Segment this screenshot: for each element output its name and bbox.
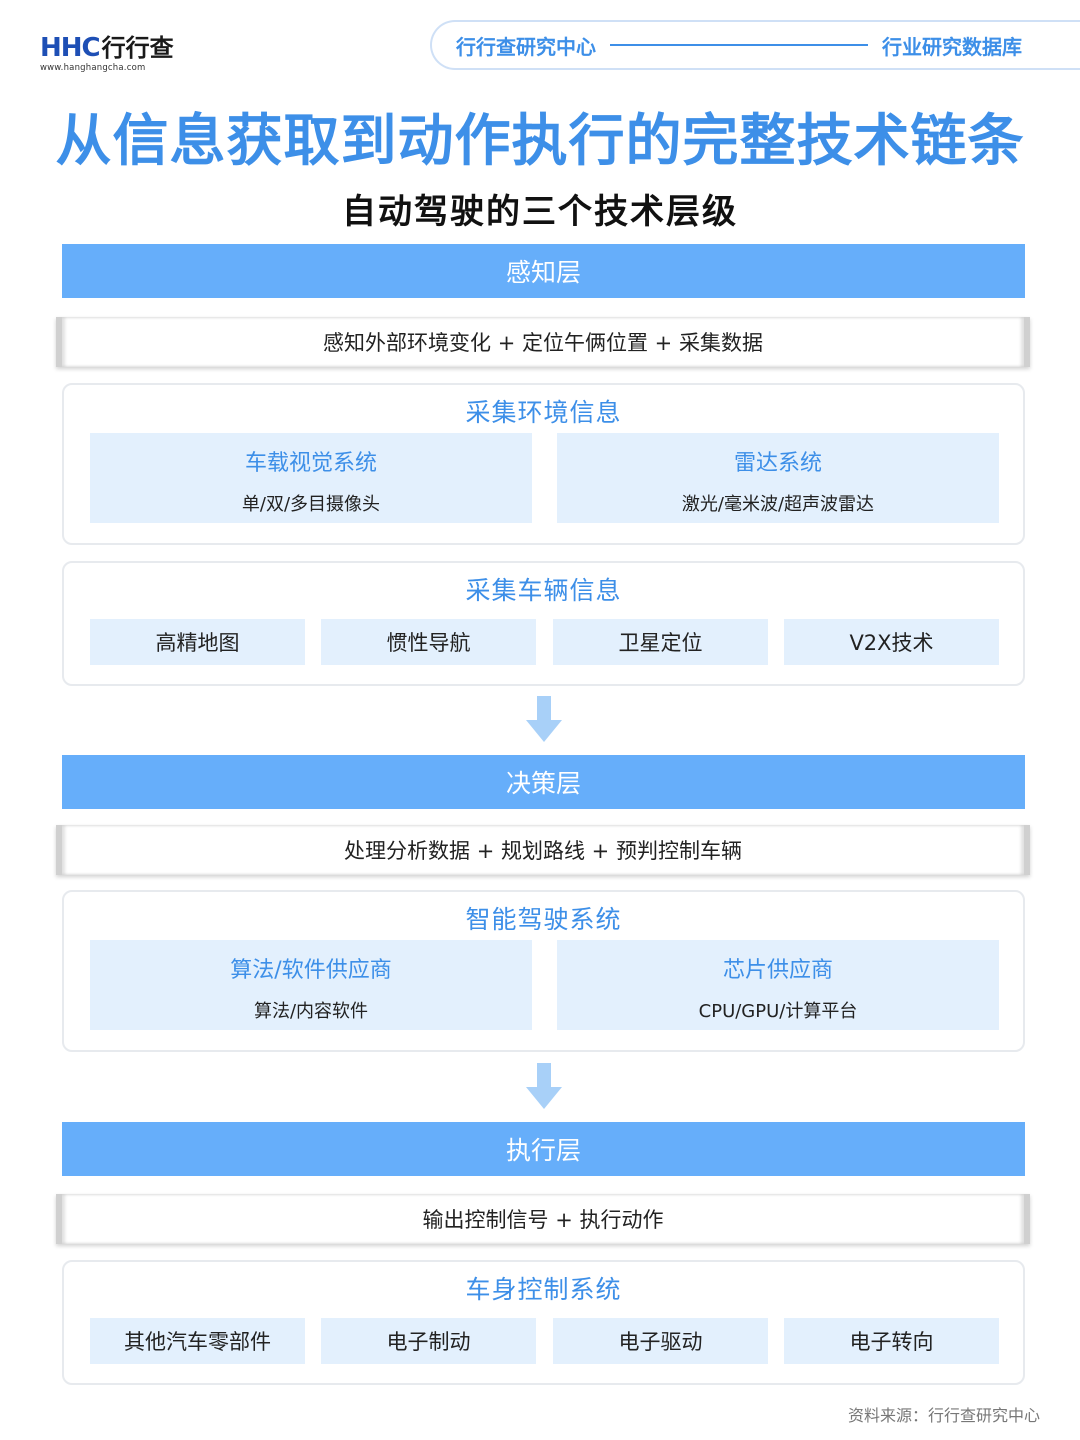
topbar-right-label: 行业研究数据库 — [882, 34, 1022, 59]
page-title: 从信息获取到动作执行的完整技术链条 — [55, 109, 1025, 174]
layer-bar-perception: 感知层 — [62, 244, 1025, 298]
card-title: 芯片供应商 — [722, 958, 833, 983]
card-title: 雷达系统 — [733, 451, 822, 476]
topbar-left-label: 行行查研究中心 — [456, 34, 596, 59]
item-electronic-steering: 电子转向 — [784, 1318, 999, 1364]
item-electronic-braking: 电子制动 — [321, 1318, 536, 1364]
down-arrow-icon — [526, 696, 562, 742]
item-inertial-nav: 惯性导航 — [321, 619, 536, 665]
card-algorithm-supplier: 算法/软件供应商 算法/内容软件 — [90, 940, 532, 1030]
hhc-logo: HHC 行行查 www.hanghangcha.com — [40, 28, 190, 73]
layer-bar-decision: 决策层 — [62, 755, 1025, 809]
layer-bar-execution: 执行层 — [62, 1122, 1025, 1176]
source-note: 资料来源：行行查研究中心 — [847, 1406, 1040, 1425]
item-hd-map: 高精地图 — [90, 619, 305, 665]
group-panel-smart-driving: 智能驾驶系统 算法/软件供应商 算法/内容软件 芯片供应商 CPU/GPU/计算… — [62, 890, 1025, 1052]
group-title: 采集车辆信息 — [465, 576, 622, 605]
card-subtitle: 单/双/多目摄像头 — [241, 494, 381, 515]
group-title: 采集环境信息 — [465, 398, 622, 427]
item-other-auto-parts: 其他汽车零部件 — [90, 1318, 305, 1364]
group-title: 车身控制系统 — [465, 1275, 622, 1304]
card-subtitle: 算法/内容软件 — [253, 1001, 369, 1022]
layer-description-execution: 输出控制信号 + 执行动作 — [56, 1194, 1030, 1244]
card-vision-system: 车载视觉系统 单/双/多目摄像头 — [90, 433, 532, 523]
layer-description-perception: 感知外部环境变化 + 定位午俩位置 + 采集数据 — [56, 317, 1030, 367]
card-title: 算法/软件供应商 — [230, 958, 392, 983]
group-panel-environment: 采集环境信息 车载视觉系统 单/双/多目摄像头 雷达系统 激光/毫米波/超声波雷… — [62, 383, 1025, 545]
page-subtitle: 自动驾驶的三个技术层级 — [342, 192, 738, 232]
card-chip-supplier: 芯片供应商 CPU/GPU/计算平台 — [557, 940, 999, 1030]
card-title: 车载视觉系统 — [244, 451, 377, 476]
logo-main: HHC 行行查 — [40, 28, 190, 63]
logo-url: www.hanghangcha.com — [40, 63, 146, 73]
logo-mark: HHC — [40, 33, 101, 63]
down-arrow-icon — [526, 1063, 562, 1109]
layer-description-decision: 处理分析数据 + 规划路线 + 预判控制车辆 — [56, 825, 1030, 875]
top-banner: 行行查研究中心 行业研究数据库 — [430, 20, 1080, 70]
group-panel-vehicle-info: 采集车辆信息 高精地图 惯性导航 卫星定位 V2X技术 — [62, 561, 1025, 686]
item-satellite-positioning: 卫星定位 — [553, 619, 768, 665]
logo-name: 行行查 — [101, 34, 174, 62]
card-subtitle: 激光/毫米波/超声波雷达 — [681, 494, 875, 515]
card-subtitle: CPU/GPU/计算平台 — [698, 1001, 858, 1022]
item-electronic-drive: 电子驱动 — [553, 1318, 768, 1364]
card-radar-system: 雷达系统 激光/毫米波/超声波雷达 — [557, 433, 999, 523]
group-title: 智能驾驶系统 — [465, 905, 622, 934]
topbar-divider-line — [610, 44, 868, 46]
group-panel-body-control: 车身控制系统 其他汽车零部件 电子制动 电子驱动 电子转向 — [62, 1260, 1025, 1385]
item-v2x: V2X技术 — [784, 619, 999, 665]
